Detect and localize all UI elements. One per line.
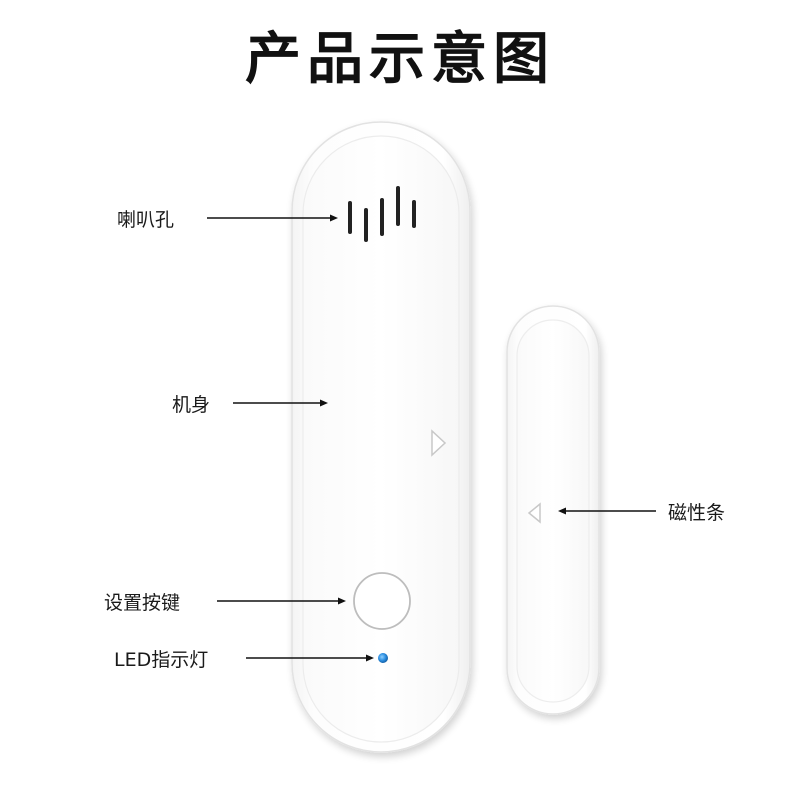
callout-arrows	[207, 214, 656, 662]
label-body: 机身	[172, 394, 211, 416]
settings-button-graphic	[353, 572, 411, 630]
magnetic-strip	[506, 305, 600, 715]
label-speaker-holes: 喇叭孔	[117, 209, 175, 231]
label-magnetic-strip: 磁性条	[668, 502, 726, 524]
page-title: 产品示意图	[245, 27, 555, 92]
led-indicator-icon	[378, 653, 388, 663]
label-settings-button: 设置按键	[104, 592, 181, 614]
label-led-indicator: LED指示灯	[114, 649, 209, 671]
speaker-holes-icon	[348, 186, 416, 242]
alignment-triangle-icon	[431, 429, 447, 457]
alignment-triangle-left-icon	[527, 502, 541, 524]
main-device	[291, 121, 471, 753]
